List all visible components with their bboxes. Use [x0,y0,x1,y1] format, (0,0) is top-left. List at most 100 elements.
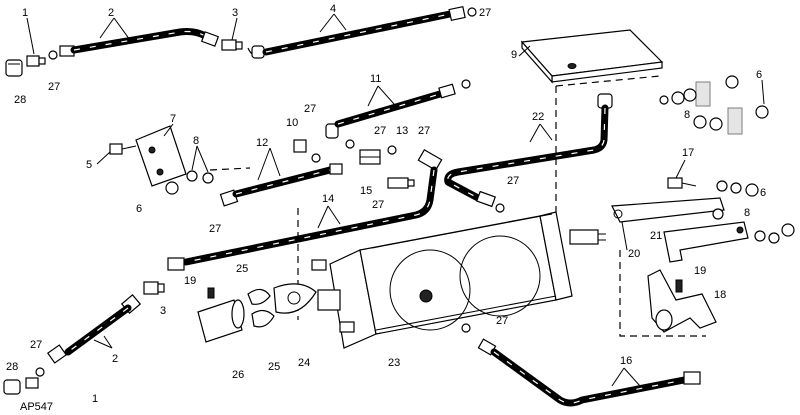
o-ring-27-cylinder [461,323,471,333]
callout-10: 10 [286,117,298,129]
pin-19-left [207,287,215,299]
washers-8-right [712,180,780,244]
callout-18: 18 [714,289,726,301]
callout-7: 7 [170,113,176,125]
cylinder-23 [311,211,606,349]
callout-15: 15 [360,185,372,197]
callout-27-f: 27 [507,175,519,187]
hose-12 [219,163,343,207]
link-21 [663,221,749,263]
callout-3-bottom: 3 [160,305,166,317]
link-20 [611,197,725,223]
callout-2-bottom: 2 [112,353,118,365]
callout-20: 20 [628,248,640,260]
pin-19-right [675,279,683,293]
o-ring-27-bottom [35,367,45,377]
o-ring-27-hose-22 [495,203,505,213]
callout-1-bottom: 1 [92,393,98,405]
dash-bracket-18 [619,250,706,337]
cap-28-top [5,59,23,77]
callout-2-top: 2 [108,7,114,19]
fitting-1-top [26,55,46,67]
callout-8-top-right: 8 [684,109,690,121]
leader-lines [26,13,765,387]
hose-2-bottom [46,294,142,364]
callout-25-bottom: 25 [268,361,280,373]
fitting-3-top [221,39,243,51]
bolt-5 [109,143,137,155]
callout-5: 5 [86,159,92,171]
o-ring-27-top [467,7,477,17]
callout-8-right: 8 [744,207,750,219]
callout-26: 26 [232,369,244,381]
callout-25-top: 25 [236,263,248,275]
figure-code: AP547 [20,401,53,413]
dash-plate-right [555,75,661,87]
hose-14 [167,166,438,271]
fitting-1-bottom [25,377,39,389]
callout-14: 14 [322,193,334,205]
elbow-fitting-right [417,148,443,172]
fitting-3-bottom [143,281,165,295]
callout-13: 13 [396,125,408,137]
callout-27-e: 27 [418,125,430,137]
callout-28-top: 28 [14,94,26,106]
bolt-17 [667,177,697,189]
callout-27-g: 27 [372,199,384,211]
washers-8-left [186,170,214,184]
callout-23: 23 [388,357,400,369]
callout-9: 9 [511,49,517,61]
fitting-10 [293,139,321,163]
callout-27-b: 27 [48,81,60,93]
hose-16 [477,338,701,407]
callout-27-a: 27 [479,7,491,19]
callout-6-right: 6 [760,187,766,199]
callout-11: 11 [370,73,381,85]
callout-6-left: 6 [136,203,142,215]
o-ring-27-hose-11 [461,79,471,89]
nuts-6-right [745,183,795,237]
callout-27-i: 27 [496,315,508,327]
callout-4: 4 [330,3,336,15]
callout-19-right: 19 [694,265,706,277]
callout-24: 24 [298,357,310,369]
callout-labels: 1 2 3 4 27 9 6 8 27 28 11 22 7 10 27 27 … [6,3,766,413]
hose-22 [444,93,613,208]
callout-27-d: 27 [374,125,386,137]
callout-27-c: 27 [304,103,316,115]
callout-27-j: 27 [30,339,42,351]
callout-8-left: 8 [193,135,199,147]
bushing-25-top [247,288,271,305]
dash-bracket [209,167,251,171]
adapter-13 [359,149,381,165]
fitting-15 [387,177,415,189]
bracket-18 [647,269,717,333]
callout-21: 21 [650,230,662,242]
sleeve-26 [197,299,245,343]
callout-1-top: 1 [22,7,28,19]
hose-4 [247,5,466,59]
callout-6-top-right: 6 [756,69,762,81]
hose-2-top [59,28,220,57]
o-ring-27-mid [345,139,355,149]
o-ring-27-right [387,145,397,155]
callout-22: 22 [532,111,544,123]
plate-9 [520,29,664,84]
bushing-25-bottom [251,309,275,328]
callout-28-bottom: 28 [6,361,18,373]
callout-19-left: 19 [184,275,196,287]
callout-27-h: 27 [209,223,221,235]
nut-6-left [165,181,179,195]
nut-washer-stack-top-right [659,75,769,135]
callout-12: 12 [256,137,268,149]
hose-11 [325,83,456,139]
clevis-24 [273,283,341,314]
bracket-7 [135,125,187,187]
callout-16: 16 [620,355,632,367]
callout-17: 17 [682,147,694,159]
o-ring-27-top-left [48,50,58,60]
cap-28-bottom [3,379,21,395]
callout-3-top: 3 [232,7,238,19]
